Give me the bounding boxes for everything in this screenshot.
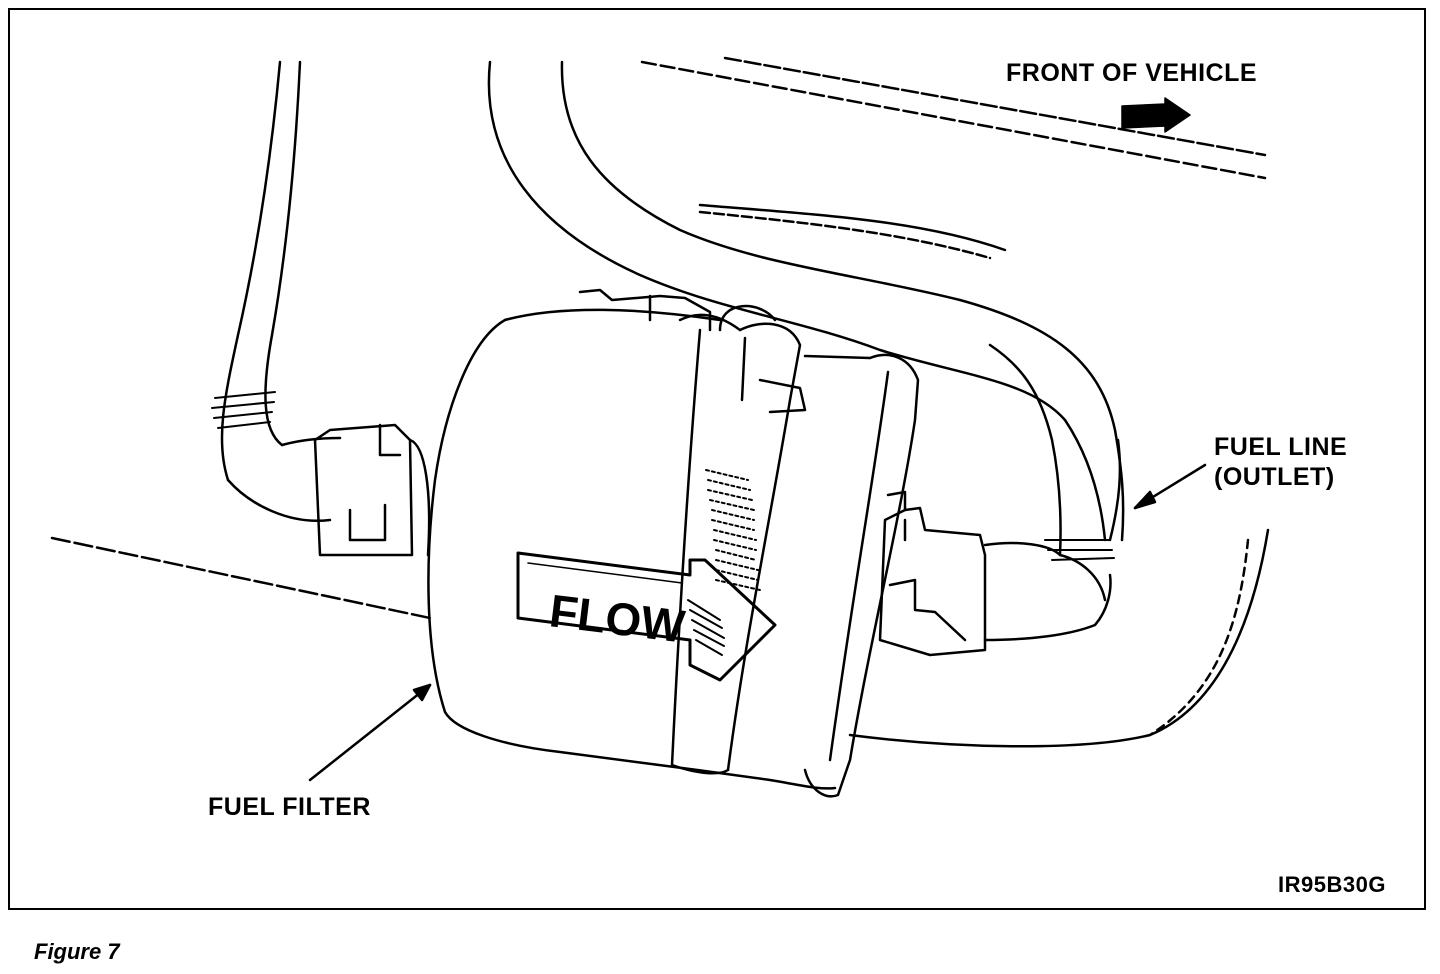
filter-canister bbox=[427, 288, 837, 790]
flow-arrow bbox=[516, 551, 777, 682]
figure-code: IR95B30G bbox=[1278, 872, 1386, 897]
leader-arrow-icon bbox=[308, 683, 432, 782]
body-panel-curve bbox=[487, 60, 1125, 542]
figure-caption: Figure 7 bbox=[34, 939, 120, 964]
filter-end-collar bbox=[803, 353, 920, 798]
diagram-frame bbox=[8, 8, 1426, 910]
inlet-fitting bbox=[313, 423, 431, 557]
clamp-band bbox=[670, 304, 807, 775]
outlet-fitting bbox=[878, 490, 987, 657]
front-of-vehicle-label: FRONT OF VEHICLE bbox=[1006, 59, 1258, 87]
fuel-line-outlet bbox=[983, 343, 1122, 642]
fuel-line-inlet bbox=[211, 60, 342, 523]
flow-label: FLOW bbox=[547, 584, 688, 652]
fuel-line-label-line1: FUEL LINE bbox=[1214, 433, 1348, 461]
leader-arrow-icon bbox=[1133, 463, 1207, 510]
front-direction-arrow-icon bbox=[1121, 97, 1191, 133]
vehicle-body-lines bbox=[640, 56, 1267, 260]
fuel-line-label-line2: (OUTLET) bbox=[1214, 463, 1335, 491]
fuel-line-label: FUEL LINE (OUTLET) bbox=[1214, 432, 1347, 492]
fuel-filter-label: FUEL FILTER bbox=[208, 793, 371, 821]
lower-body-lines bbox=[50, 528, 1270, 748]
